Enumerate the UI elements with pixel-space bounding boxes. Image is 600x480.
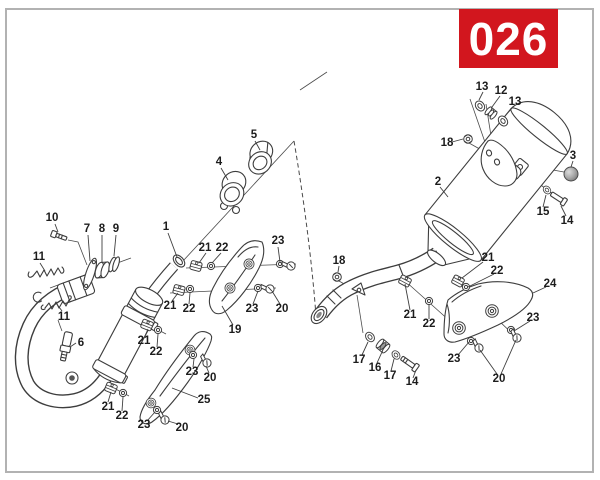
- leader-lines: [39, 91, 574, 425]
- pipe-clamp-drawing: [219, 170, 247, 215]
- heat-shield-19-drawing: [208, 240, 265, 315]
- page-number-badge: 026: [459, 9, 558, 68]
- rear-silencer-drawing: [423, 101, 572, 267]
- flange-gasket-drawing: [50, 229, 121, 291]
- exhaust-springs-drawing: [27, 266, 72, 311]
- rubber-mount-drawing: [363, 330, 420, 373]
- pipe-sleeve-drawing: [248, 140, 274, 175]
- heat-shield-24-drawing: [443, 281, 534, 343]
- mid-pipe-drawing: [310, 247, 444, 325]
- oxygen-sensor-drawing: [57, 319, 73, 362]
- bolt-10-drawing: [50, 229, 68, 241]
- silencer-mount-hardware-drawing: [332, 98, 579, 282]
- page-border-frame: [5, 8, 594, 473]
